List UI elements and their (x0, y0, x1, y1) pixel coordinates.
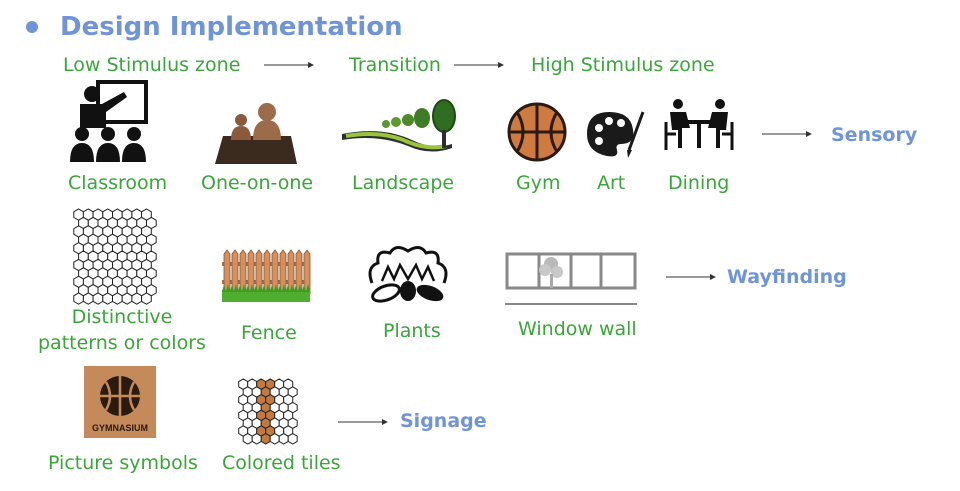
plants-icon (362, 243, 454, 312)
grass-blade (266, 284, 270, 292)
grass-blade (270, 284, 274, 292)
page-title: Design Implementation (60, 12, 403, 42)
sensory-arrow (762, 129, 812, 139)
one-on-one-icon (215, 100, 297, 171)
grass-blade (298, 284, 302, 292)
hex-cell (269, 433, 280, 445)
hex-cell (92, 292, 104, 305)
gymnasium-sign-text: GYMNASIUM (92, 423, 148, 433)
grass-blade (234, 284, 238, 292)
wayfinding-item-window-wall: Window wall (518, 318, 637, 340)
grass-blade (238, 284, 242, 292)
hex-cell (121, 292, 133, 305)
sensory-item-dining: Dining (668, 172, 730, 194)
zone-low-label: Low Stimulus zone (63, 54, 241, 76)
fence-picket (295, 249, 303, 295)
fence-picket (255, 249, 263, 295)
category-sensory: Sensory (831, 124, 918, 146)
hex-cell (287, 433, 298, 445)
fence-picket (263, 249, 271, 295)
grass-blade (242, 284, 246, 292)
zone-high-label: High Stimulus zone (531, 54, 715, 76)
category-wayfinding: Wayfinding (727, 266, 847, 288)
sensory-item-classroom: Classroom (68, 172, 168, 194)
landscape-icon (342, 99, 462, 165)
hex-cell (278, 433, 289, 445)
dining-icon (664, 98, 734, 159)
sensory-item-gym: Gym (516, 172, 561, 194)
grass-blade (250, 284, 254, 292)
hex-cell (73, 292, 84, 305)
grass-blade (282, 284, 286, 292)
grass-blade (230, 284, 234, 292)
signage-arrow (338, 417, 388, 427)
grass-blade (262, 284, 266, 292)
fence-picket (287, 249, 295, 295)
signage-item-colored-tiles: Colored tiles (222, 452, 341, 474)
basketball-icon (507, 102, 567, 167)
hex-cell (260, 433, 271, 445)
sensory-item-art: Art (597, 172, 626, 194)
zone-arrow-1 (264, 60, 314, 70)
hex-cell (141, 292, 152, 305)
grass-blade (286, 284, 290, 292)
grass-blade (254, 284, 258, 292)
grass-blade (258, 284, 262, 292)
wayfinding-arrow (666, 272, 716, 282)
grass-blade (294, 284, 298, 292)
signage-item-picture-symbols: Picture symbols (48, 452, 198, 474)
sensory-item-landscape: Landscape (352, 172, 455, 194)
grass-blade (246, 284, 250, 292)
fence-picket (239, 249, 247, 295)
grass-blade (278, 284, 282, 292)
zone-transition-label: Transition (349, 54, 441, 76)
classroom-icon (68, 80, 150, 169)
hex-cell (112, 292, 123, 305)
wayfinding-item-fence: Fence (241, 322, 297, 344)
fence-picket (223, 249, 231, 295)
fence-picket (247, 249, 255, 295)
grass-blade (222, 284, 226, 292)
window-wall-icon (505, 250, 637, 313)
fence-picket (271, 249, 279, 295)
hex-cell (242, 433, 253, 445)
grass-blade (290, 284, 294, 292)
hex-cell (251, 433, 262, 445)
hex-cell (102, 292, 113, 305)
gymnasium-sign-icon: GYMNASIUM (84, 366, 156, 443)
grass-blade (302, 284, 306, 292)
grass-blade (274, 284, 278, 292)
art-palette-icon (585, 110, 647, 165)
fence-icon (222, 248, 311, 307)
wayfinding-item-patterns-line1: Distinctive patterns or colors (38, 306, 206, 354)
wayfinding-item-patterns: Distinctive patterns or colors (38, 304, 206, 356)
sensory-item-one-on-one: One-on-one (201, 172, 314, 194)
colored-tiles-icon (237, 378, 301, 445)
zone-arrow-2 (454, 60, 504, 70)
fence-picket (231, 249, 239, 295)
category-signage: Signage (400, 410, 487, 432)
fence-grass (222, 290, 310, 302)
fence-picket (303, 249, 311, 295)
hexagon-pattern-icon (72, 208, 160, 305)
title-bullet (26, 21, 38, 33)
hex-cell (82, 292, 94, 305)
grass-blade (226, 284, 230, 292)
wayfinding-item-plants: Plants (383, 320, 441, 342)
hex-cell (131, 292, 143, 305)
fence-picket (279, 249, 287, 295)
grass-blade (306, 284, 310, 292)
